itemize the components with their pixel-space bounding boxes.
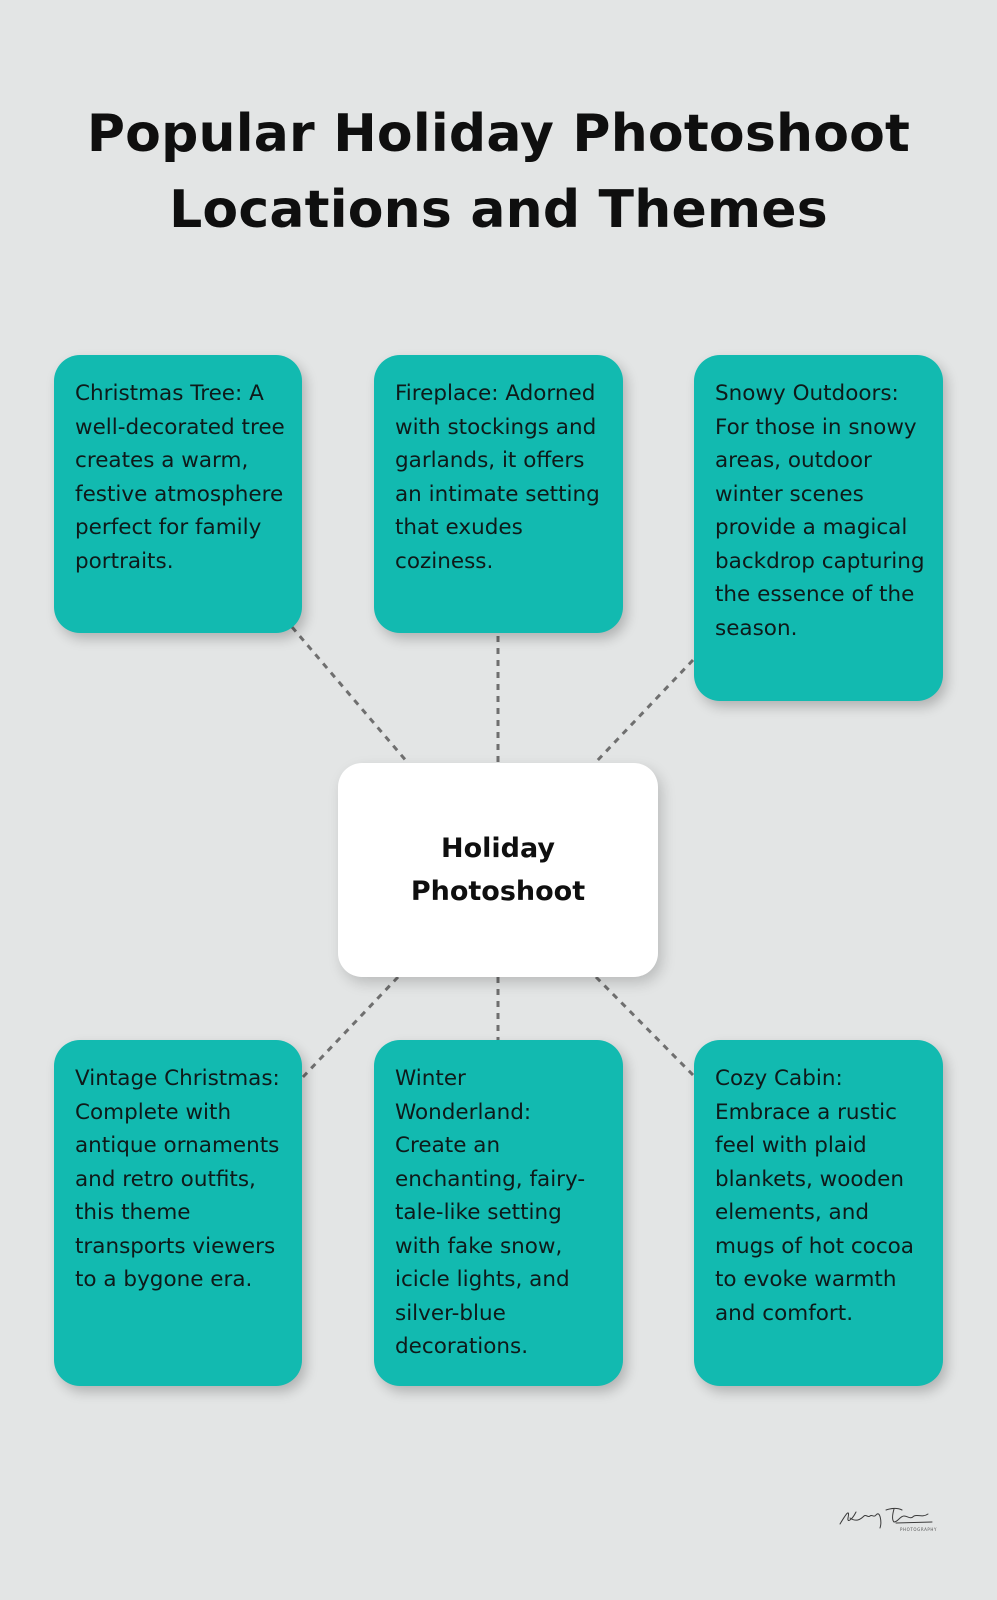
connector-christmas-tree [290,626,410,764]
center-line-2: Photoshoot [410,876,586,907]
connector-snowy-outdoors [593,658,695,765]
node-snowy-outdoors: Snowy Outdoors: For those in snowy areas… [694,355,943,701]
center-line-1: Holiday [441,833,555,864]
node-text: Vintage Christmas: Complete with antique… [75,1066,280,1292]
node-text: Christmas Tree: A well-decorated tree cr… [75,381,285,574]
page-title: Popular Holiday Photoshoot Locations and… [0,96,997,248]
signature-logo: PHOTOGRAPHY [839,1508,937,1532]
node-vintage-christmas: Vintage Christmas: Complete with antique… [54,1040,302,1386]
title-line-2: Locations and Themes [169,180,828,240]
node-fireplace: Fireplace: Adorned with stockings and ga… [374,355,623,633]
node-text: Fireplace: Adorned with stockings and ga… [395,381,600,574]
center-node: Holiday Photoshoot [338,763,658,977]
title-line-1: Popular Holiday Photoshoot [86,104,911,164]
node-text: Cozy Cabin: Embrace a rustic feel with p… [715,1066,914,1326]
node-winter-wonderland: Winter Wonderland: Create an enchanting,… [374,1040,623,1386]
node-christmas-tree: Christmas Tree: A well-decorated tree cr… [54,355,302,633]
svg-text:PHOTOGRAPHY: PHOTOGRAPHY [900,1527,937,1532]
node-text: Winter Wonderland: Create an enchanting,… [395,1066,586,1359]
node-text: Snowy Outdoors: For those in snowy areas… [715,381,925,641]
node-cozy-cabin: Cozy Cabin: Embrace a rustic feel with p… [694,1040,943,1386]
